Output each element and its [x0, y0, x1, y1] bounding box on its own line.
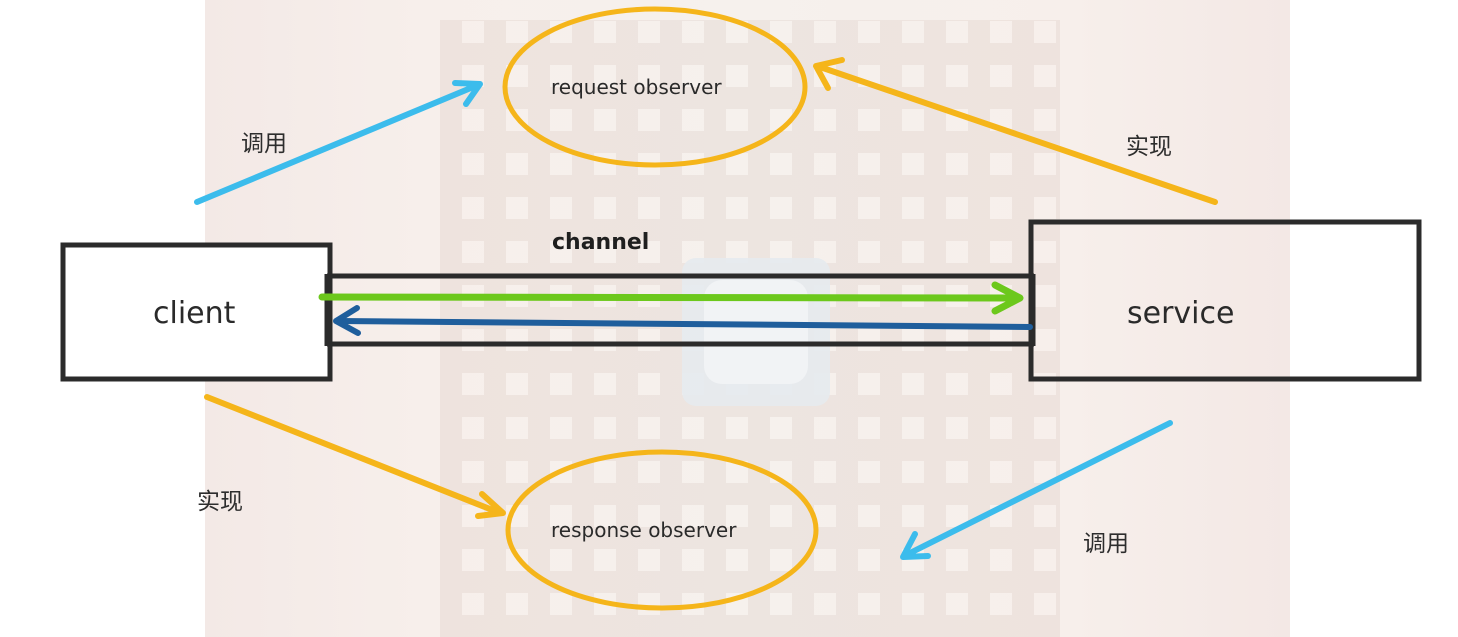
edge-label-client-invoke: 调用 — [241, 131, 287, 157]
request-observer-label: request observer — [551, 75, 722, 99]
response-stream-arrow — [333, 305, 1033, 336]
client-implement-response-arrow — [204, 394, 506, 519]
edge-label-client-implement: 实现 — [197, 489, 243, 515]
request-stream-arrow — [318, 281, 1024, 315]
service-invoke-response-arrow — [900, 420, 1173, 560]
client-invoke-request-arrow — [194, 80, 483, 205]
service-label: service — [1127, 296, 1235, 331]
request-observer-ellipse — [502, 6, 808, 168]
channel-pipe — [324, 273, 1036, 347]
response-observer-label: response observer — [551, 518, 737, 542]
response-observer-ellipse — [505, 449, 819, 611]
edge-label-service-implement: 实现 — [1126, 134, 1172, 160]
client-box — [60, 242, 333, 382]
edge-label-service-invoke: 调用 — [1083, 531, 1129, 557]
service-implement-request-arrow — [813, 57, 1218, 205]
client-label: client — [153, 296, 236, 331]
channel-label: channel — [552, 230, 650, 255]
